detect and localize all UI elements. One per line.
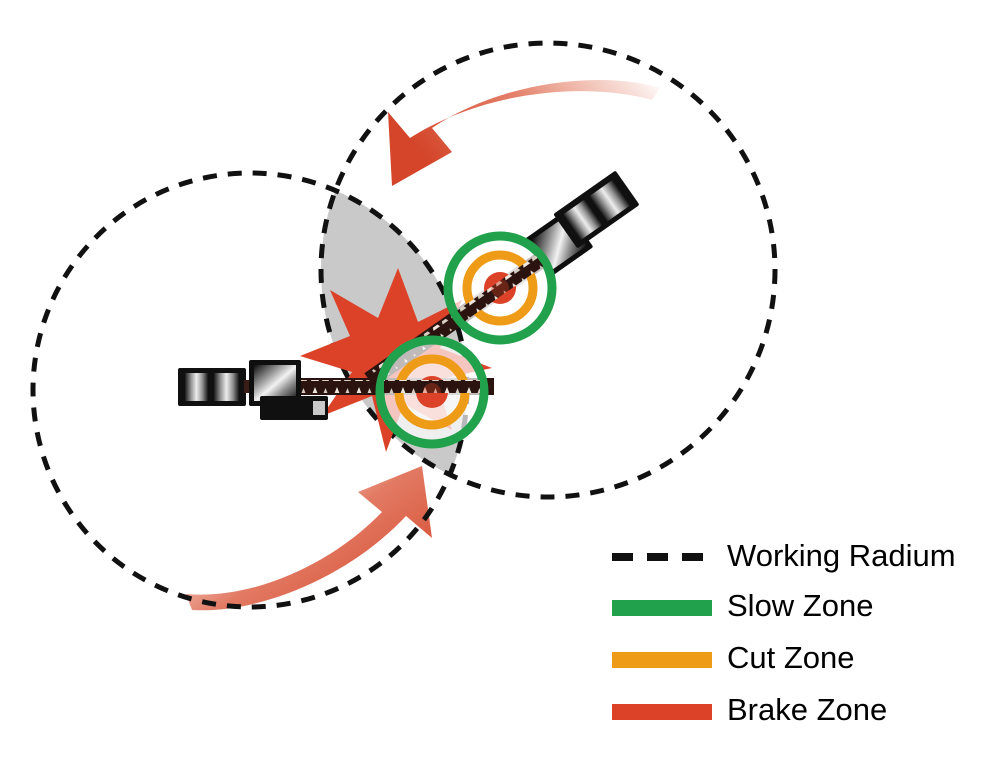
right-head-bar-overlay [457, 255, 544, 322]
left-brake-zone-core-top [423, 383, 441, 401]
legend-item-brake-zone[interactable]: Brake Zone [612, 692, 887, 727]
top-swing-arrow [388, 80, 660, 186]
cut-zone-swatch [612, 652, 712, 668]
legend-label-cut-zone: Cut Zone [727, 640, 855, 675]
legend-item-working-radium[interactable]: Working Radium [612, 538, 956, 573]
legend-item-slow-zone[interactable]: Slow Zone [612, 588, 873, 623]
right-brake-zone-core-top [491, 279, 509, 297]
slow-zone-swatch [612, 600, 712, 616]
left-machine-counterweight [178, 368, 246, 406]
legend-item-cut-zone[interactable]: Cut Zone [612, 640, 855, 675]
legend-label-brake-zone: Brake Zone [727, 692, 887, 727]
legend: Working Radium Slow Zone Cut Zone Brake … [612, 538, 956, 727]
right-machine-counterweight [554, 171, 639, 248]
brake-zone-swatch [612, 704, 712, 720]
right-machine-zone-rings [443, 231, 557, 345]
left-machine-zone-rings [375, 335, 489, 449]
legend-label-slow-zone: Slow Zone [727, 588, 873, 623]
legend-label-working-radium: Working Radium [727, 538, 956, 573]
left-machine-body [249, 360, 328, 420]
bottom-swing-arrow [186, 466, 432, 611]
left-head-bar-overlay [384, 380, 480, 393]
right-machine-working-radius [318, 40, 778, 500]
